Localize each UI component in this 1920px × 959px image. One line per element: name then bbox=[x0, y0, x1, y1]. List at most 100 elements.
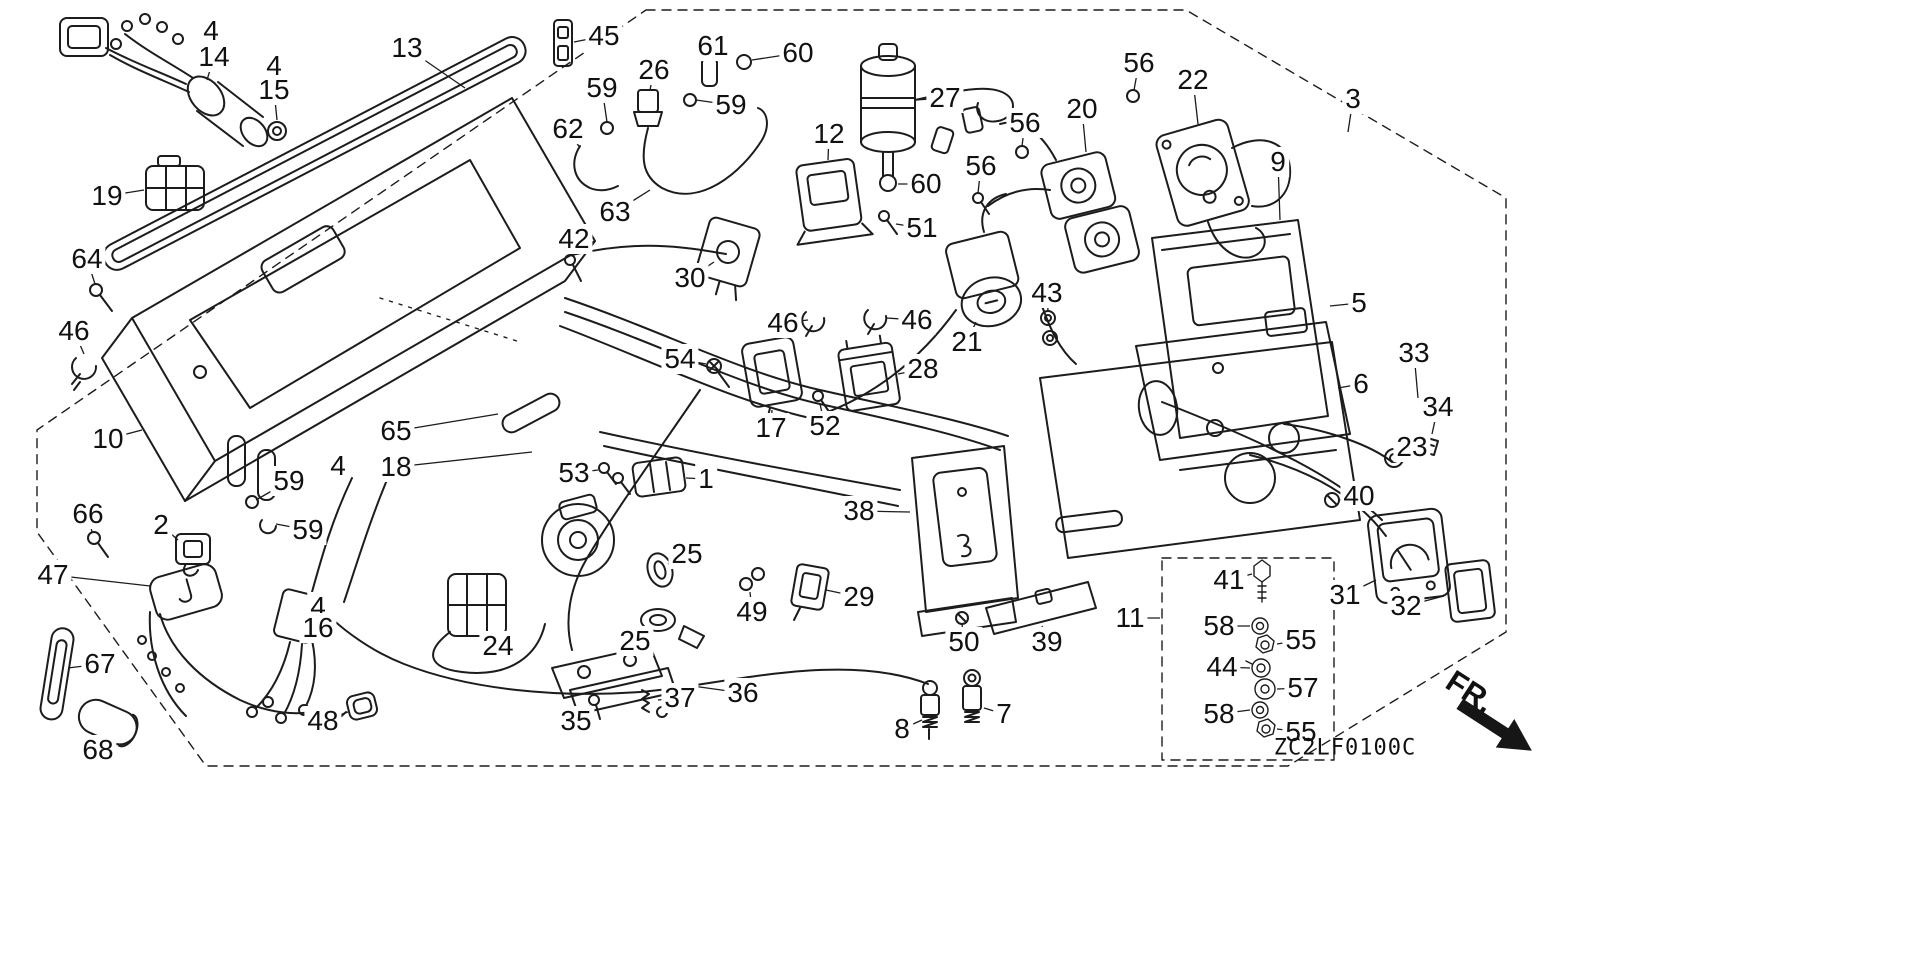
receptacle-22-art bbox=[1155, 118, 1250, 227]
part-callout-44: 44 bbox=[1203, 652, 1241, 682]
meter-plate-32-art bbox=[1444, 559, 1496, 623]
part-callout-27: 27 bbox=[926, 83, 964, 113]
part-callout-59: 59 bbox=[712, 90, 750, 120]
fastener-kit-box bbox=[1161, 557, 1335, 761]
switch-17-art bbox=[741, 336, 803, 408]
part-callout-12: 12 bbox=[810, 119, 848, 149]
part-callout-25: 25 bbox=[616, 626, 654, 656]
part-callout-2: 2 bbox=[150, 510, 172, 540]
part-callout-39: 39 bbox=[1028, 627, 1066, 657]
part-callout-26: 26 bbox=[635, 55, 673, 85]
part-callout-47: 47 bbox=[34, 560, 72, 590]
part-callout-5: 5 bbox=[1348, 288, 1370, 318]
diagram-boundary bbox=[36, 9, 1507, 767]
part-callout-53: 53 bbox=[555, 458, 593, 488]
part-callout-55: 55 bbox=[1282, 625, 1320, 655]
rear-panel-9-art bbox=[1151, 219, 1329, 439]
part-callout-49: 49 bbox=[733, 597, 771, 627]
part-callout-14: 14 bbox=[195, 42, 233, 72]
diagram-code-label: ZC2LF0100C bbox=[1273, 735, 1417, 761]
part-callout-21: 21 bbox=[948, 327, 986, 357]
meter-wires-art bbox=[1161, 401, 1439, 537]
part-callout-34: 34 bbox=[1419, 392, 1457, 422]
fr-arrow-icon bbox=[1456, 698, 1532, 751]
part-callout-32: 32 bbox=[1387, 591, 1425, 621]
part-callout-59: 59 bbox=[270, 466, 308, 496]
relay-12-art bbox=[795, 158, 874, 246]
screw-52-art bbox=[812, 390, 831, 414]
part-callout-56: 56 bbox=[1120, 48, 1158, 78]
part-callout-46: 46 bbox=[764, 308, 802, 338]
part-callout-50: 50 bbox=[945, 627, 983, 657]
part-callout-54: 54 bbox=[661, 344, 699, 374]
part-callout-59: 59 bbox=[583, 73, 621, 103]
clamps-art bbox=[801, 309, 1058, 346]
part-callout-46: 46 bbox=[898, 305, 936, 335]
part-callout-40: 40 bbox=[1340, 481, 1378, 511]
connector-16-art bbox=[246, 588, 321, 724]
part-callout-18: 18 bbox=[377, 452, 415, 482]
part-callout-11: 11 bbox=[1112, 603, 1148, 633]
part-callout-22: 22 bbox=[1174, 65, 1212, 95]
part-callout-42: 42 bbox=[555, 224, 593, 254]
part-callout-60: 60 bbox=[779, 38, 817, 68]
part-callout-23: 23 bbox=[1393, 432, 1431, 462]
fuel-pump-art bbox=[860, 43, 1140, 215]
part-callout-62: 62 bbox=[549, 114, 587, 144]
part-callout-31: 31 bbox=[1326, 580, 1364, 610]
screw-51-art bbox=[878, 210, 898, 235]
control-panel-art bbox=[1039, 307, 1361, 559]
part-callout-17: 17 bbox=[752, 413, 790, 443]
part-callout-52: 52 bbox=[806, 411, 844, 441]
harness-band-art bbox=[311, 467, 393, 603]
part-callout-16: 16 bbox=[299, 613, 337, 643]
part-callout-41: 41 bbox=[1210, 565, 1248, 595]
fastener-kit-art bbox=[1245, 559, 1276, 738]
connector-19-art bbox=[145, 155, 205, 211]
part-callout-60: 60 bbox=[907, 169, 945, 199]
part-callout-4: 4 bbox=[200, 16, 222, 46]
relay-28-art bbox=[837, 334, 901, 412]
part-callout-7: 7 bbox=[993, 699, 1015, 729]
part-callout-33: 33 bbox=[1395, 338, 1433, 368]
part-callout-64: 64 bbox=[68, 244, 106, 274]
part-callout-45: 45 bbox=[585, 21, 623, 51]
leader-line-18 bbox=[395, 451, 533, 468]
part-callout-36: 36 bbox=[724, 678, 762, 708]
plug-7-art bbox=[962, 669, 982, 723]
part-callout-35: 35 bbox=[557, 706, 595, 736]
part-callout-58: 58 bbox=[1200, 699, 1238, 729]
sub-harness-art bbox=[137, 611, 321, 717]
part-callout-48: 48 bbox=[304, 706, 342, 736]
part-callout-56: 56 bbox=[962, 151, 1000, 181]
part-callout-8: 8 bbox=[891, 714, 913, 744]
part-callout-55: 55 bbox=[1282, 717, 1320, 747]
left-small-parts-art bbox=[39, 283, 223, 748]
instrument-panel-art bbox=[101, 97, 596, 502]
part-callout-15: 15 bbox=[255, 75, 293, 105]
part-callout-13: 13 bbox=[388, 33, 426, 63]
part-callout-65: 65 bbox=[377, 416, 415, 446]
part-callout-28: 28 bbox=[904, 354, 942, 384]
part-callout-24: 24 bbox=[479, 631, 517, 661]
part-callout-57: 57 bbox=[1284, 673, 1322, 703]
part-callout-4: 4 bbox=[327, 451, 349, 481]
label-plate-39-art bbox=[985, 581, 1097, 635]
grommet-48-art bbox=[335, 691, 379, 722]
part-callout-59: 59 bbox=[289, 515, 327, 545]
part-callout-58: 58 bbox=[1200, 611, 1238, 641]
part-callout-51: 51 bbox=[903, 213, 941, 243]
part-callout-4: 4 bbox=[263, 51, 285, 81]
part-callout-67: 67 bbox=[81, 649, 119, 679]
switch-30-art bbox=[694, 216, 761, 302]
bracket-38-art bbox=[911, 445, 1019, 637]
part-callout-25: 25 bbox=[668, 539, 706, 569]
part-callout-68: 68 bbox=[79, 735, 117, 765]
screw-54-art bbox=[706, 358, 730, 388]
mid-connectors-art bbox=[245, 254, 687, 535]
connector-24-art bbox=[432, 573, 546, 674]
part-callout-6: 6 bbox=[1350, 369, 1372, 399]
main-harness-connector-art bbox=[59, 13, 287, 148]
part-callout-43: 43 bbox=[1028, 278, 1066, 308]
